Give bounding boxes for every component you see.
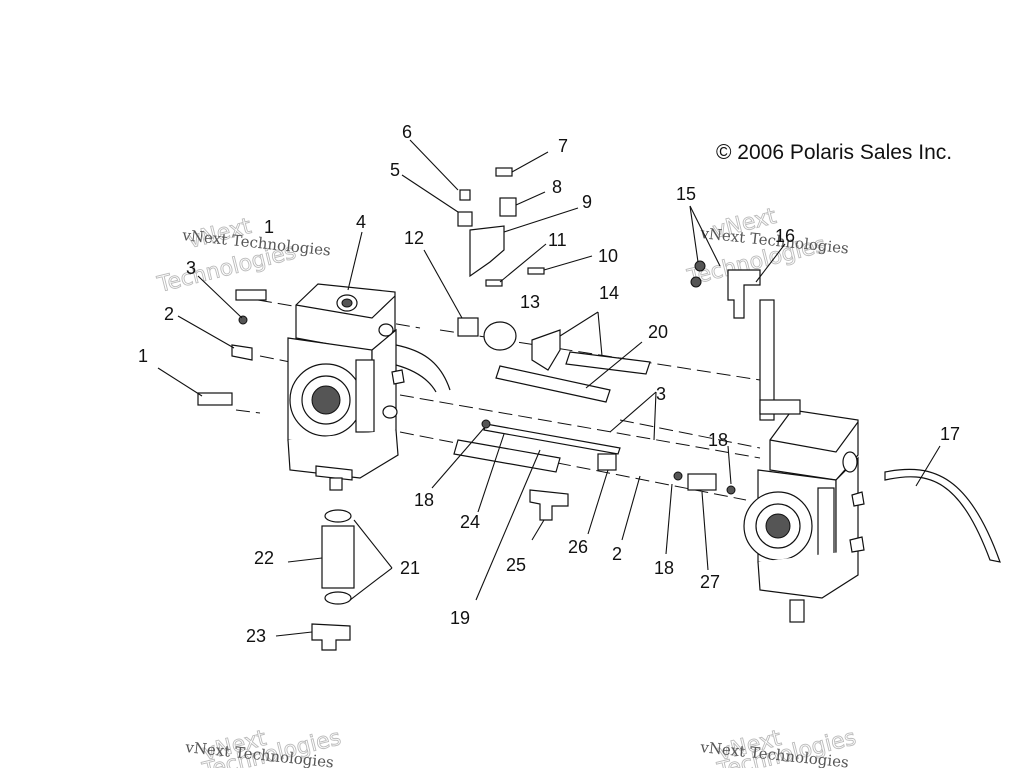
callout-label: 16 [775, 226, 795, 246]
callout-label: 3 [656, 384, 666, 404]
callout-label: 9 [582, 192, 592, 212]
callout-label: 24 [460, 512, 480, 532]
callout-label: 20 [648, 322, 668, 342]
callout-label: 3 [186, 258, 196, 278]
callout-label: 14 [599, 283, 619, 303]
callout-label: 18 [654, 558, 674, 578]
callout-label: 27 [700, 572, 720, 592]
callout-label: 2 [164, 304, 174, 324]
callout-label: 23 [246, 626, 266, 646]
callout-label: 5 [390, 160, 400, 180]
callout-label: 2 [612, 544, 622, 564]
callout-label: 22 [254, 548, 274, 568]
callout-label: 8 [552, 177, 562, 197]
fuel-line [884, 468, 1001, 563]
callout-label: 21 [400, 558, 420, 578]
right-carburetor [743, 409, 865, 623]
copyright-notice: © 2006 Polaris Sales Inc. [716, 141, 952, 164]
leader-lines [157, 139, 941, 637]
watermark-top-left: vNext Technologies vNext Technologies [154, 213, 332, 298]
callout-label: 13 [520, 292, 540, 312]
callout-label: 18 [414, 490, 434, 510]
callout-label: 10 [598, 246, 618, 266]
callout-label: 15 [676, 184, 696, 204]
callout-label: 18 [708, 430, 728, 450]
callout-label: 1 [264, 217, 274, 237]
callout-label: 7 [558, 136, 568, 156]
callout-label: 11 [548, 230, 567, 250]
watermark-bottom-right: vNext Technologies vNext Technologies [699, 725, 859, 768]
throttle-bracket [690, 260, 801, 421]
callout-label: 25 [506, 555, 526, 575]
callout-label: 19 [450, 608, 470, 628]
callout-label: 6 [402, 122, 412, 142]
watermark-bottom-left: vNext Technologies vNext Technologies [184, 725, 344, 768]
callout-label: 26 [568, 537, 588, 557]
callout-labels: 6 7 5 8 9 4 1 12 11 10 3 14 13 2 20 1 3 … [138, 122, 960, 646]
callout-label: 17 [940, 424, 960, 444]
callout-label: 12 [404, 228, 424, 248]
callout-label: 4 [356, 212, 366, 232]
watermark-top-right: vNext Technologies vNext Technologies [684, 203, 850, 291]
left-carburetor [287, 283, 451, 491]
callout-label: 1 [138, 346, 148, 366]
